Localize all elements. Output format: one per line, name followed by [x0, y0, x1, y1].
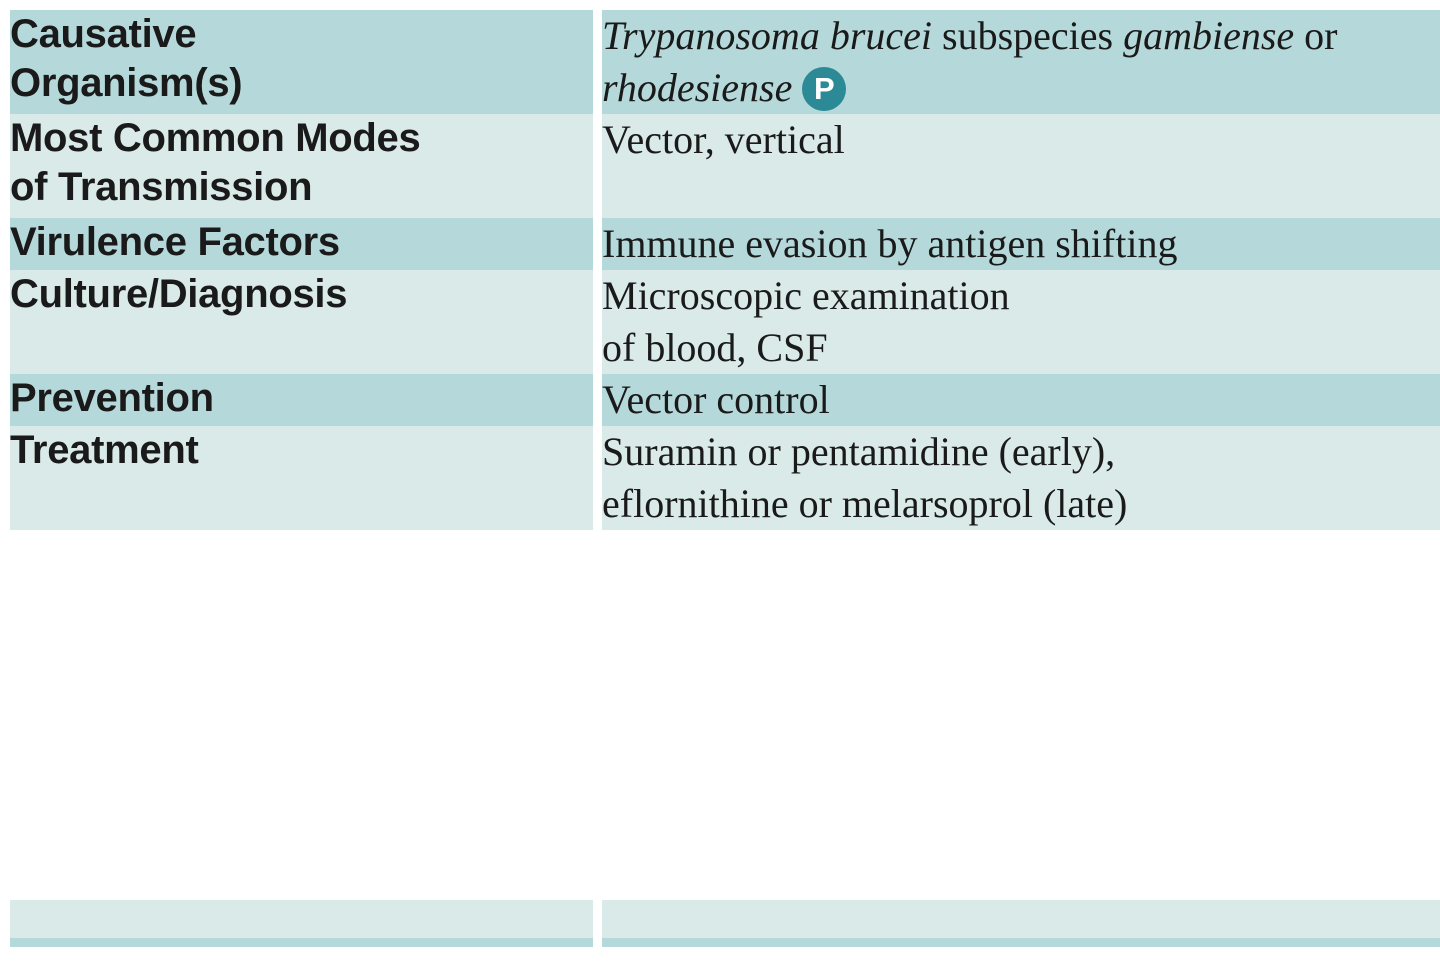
row-label-causative-organisms: Causative Organism(s) [10, 10, 593, 114]
value-line-spacer [602, 166, 1440, 218]
row-label-line: Causative [10, 12, 197, 56]
column-divider [593, 270, 602, 374]
column-divider [593, 218, 602, 270]
row-value-virulence-factors: Immune evasion by antigen shifting [602, 218, 1440, 270]
row-value-culture-diagnosis: Microscopic examination of blood, CSF [602, 270, 1440, 374]
row-label-line: Culture/Diagnosis [10, 272, 348, 316]
table-bottom-accent-right [602, 938, 1440, 947]
column-divider [593, 426, 602, 530]
value-line: Microscopic examination [602, 273, 1010, 318]
parasite-badge-icon: P [802, 67, 847, 111]
row-label-virulence-factors: Virulence Factors [10, 218, 593, 270]
value-text: or [1304, 13, 1338, 58]
table-row: Virulence Factors Immune evasion by anti… [10, 218, 1440, 270]
value-text: subspecies [942, 13, 1124, 58]
species-name-gambiense: gambiense [1123, 13, 1305, 58]
row-label-line: Prevention [10, 376, 214, 420]
row-label-line: Virulence Factors [10, 220, 340, 264]
row-label-line: Most Common Modes [10, 116, 421, 160]
column-divider [593, 374, 602, 426]
species-name-genus: Trypanosoma brucei [602, 13, 942, 58]
column-divider [593, 10, 602, 114]
value-line: Immune evasion by antigen shifting [602, 221, 1178, 266]
row-label-line: Treatment [10, 428, 199, 472]
value-line: Vector, vertical [602, 117, 845, 162]
row-label-culture-diagnosis: Culture/Diagnosis [10, 270, 593, 374]
table-row: Causative Organism(s) Trypanosoma brucei… [10, 10, 1440, 114]
row-value-prevention: Vector control [602, 374, 1440, 426]
table-row: Treatment Suramin or pentamidine (early)… [10, 426, 1440, 530]
row-label-line: of Transmission [10, 164, 313, 209]
row-value-treatment: Suramin or pentamidine (early), eflornit… [602, 426, 1440, 530]
table-bottom-fill-right [602, 900, 1440, 938]
row-label-line: Organism(s) [10, 60, 243, 105]
table-row: Culture/Diagnosis Microscopic examinatio… [10, 270, 1440, 374]
table-row: Most Common Modes of Transmission Vector… [10, 114, 1440, 218]
row-label-prevention: Prevention [10, 374, 593, 426]
row-value-causative-organisms: Trypanosoma brucei subspecies gambiense … [602, 10, 1440, 114]
column-divider [593, 114, 602, 218]
value-line: Suramin or pentamidine (early), [602, 429, 1116, 474]
row-value-transmission-modes: Vector, vertical [602, 114, 1440, 218]
table-bottom-accent-left [10, 938, 593, 947]
table-bottom-fill-left [10, 900, 593, 938]
disease-fact-table: Causative Organism(s) Trypanosoma brucei… [10, 10, 1440, 530]
species-name-rhodesiense: rhodesiense [602, 65, 793, 110]
row-label-treatment: Treatment [10, 426, 593, 530]
value-line: of blood, CSF [602, 325, 828, 370]
value-line: Vector control [602, 377, 830, 422]
table-row: Prevention Vector control [10, 374, 1440, 426]
value-line: eflornithine or melarsoprol (late) [602, 481, 1128, 526]
row-label-transmission-modes: Most Common Modes of Transmission [10, 114, 593, 218]
